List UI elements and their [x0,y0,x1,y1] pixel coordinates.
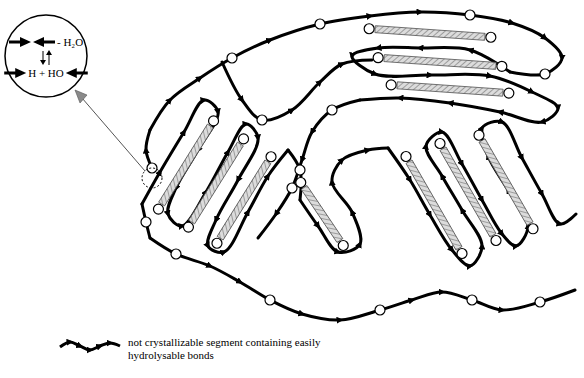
hydrolysable-bond [401,152,411,162]
inset-circle [3,13,89,99]
hydrolysable-bond [486,32,496,42]
hydrolysable-bond [373,53,383,63]
leader-line [75,90,162,188]
hydrolysable-bond [212,238,222,248]
polymer-chain [222,60,372,120]
hydrolysable-bond [364,24,374,34]
polymer-chain [146,130,152,168]
hydrolysable-bond [141,217,151,227]
hydrolysable-bond [435,139,445,149]
legend-sample [58,334,122,358]
hydrolysable-bond [457,248,467,258]
polymer-chain [142,204,150,238]
hydrolysable-bond [338,241,348,251]
hydrolysable-bond [528,224,538,234]
hydrolysable-bond [375,305,385,315]
hydrolysable-bond [171,249,181,259]
reaction-text: - H₂O [57,36,83,48]
polymer-chain [352,47,558,122]
hydrolysable-bond [209,116,219,126]
hydrolysable-bond [467,295,477,305]
polymer-chain [300,148,388,252]
legend-text: not crystallizable segment containing ea… [128,336,323,362]
hydrolysable-bond [239,134,249,144]
polymer-chain [142,100,288,253]
polymer-chain [388,121,576,266]
polymer-chain [150,12,562,130]
hydrolysable-bond [287,183,297,193]
hydrolysable-bond [257,115,267,125]
reaction-inset: - H₂O H + HO [3,13,89,99]
crystalline-lamella [217,160,271,240]
crystalline-lamella [301,186,343,243]
hydrolysable-bond [183,222,193,232]
hydrolysable-bond [265,295,275,305]
crystalline-lamella [375,26,485,41]
hydrolysable-bond [535,297,545,307]
polymer-chain [150,238,575,320]
hydrolysable-bond [153,204,163,214]
crystalline-lamella [440,147,496,237]
hydrolysable-bond [504,88,514,98]
hydrolysable-bond [386,80,396,90]
crystalline-lamella [397,82,503,96]
hydrolysable-bond [266,152,276,162]
hydrolysable-bond [296,177,306,187]
crystalline-lamella [384,55,496,70]
hydrolysable-bond [147,163,157,173]
hydrolysable-bond [540,69,550,79]
hydrolysable-bond [295,165,305,175]
hydrolysable-bond [465,10,475,20]
hydrolysable-bond [474,130,484,140]
hydrolysable-bond [327,105,337,115]
hydrolysable-bond [491,235,501,245]
hydrolysable-bond [227,53,237,63]
reaction-text: H + HO [28,67,64,79]
hydrolysable-bond [315,19,325,29]
crystalline-lamella [479,139,533,226]
hydrolysable-bond [497,61,507,71]
